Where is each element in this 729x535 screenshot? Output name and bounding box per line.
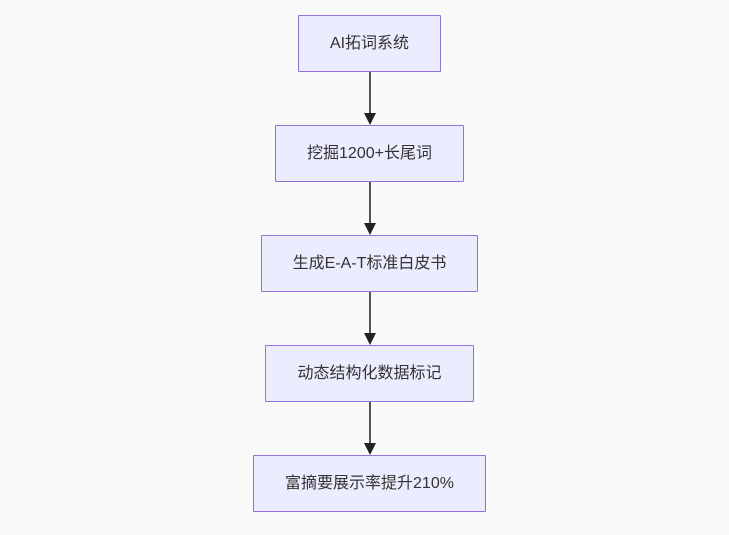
flow-arrow-3 [363, 292, 376, 345]
flow-node-rich-snippet-result: 富摘要展示率提升210% [253, 455, 486, 512]
flow-arrow-4 [363, 402, 376, 455]
flow-arrow-1 [363, 72, 376, 125]
edge-line [368, 292, 371, 333]
arrowhead-down-icon [363, 443, 376, 455]
edge-line [368, 402, 371, 443]
flowchart-diagram: AI拓词系统 挖掘1200+长尾词 生成E-A-T标准白皮书 动态结构化数据标记… [253, 0, 486, 512]
arrowhead-down-icon [363, 223, 376, 235]
edge-line [368, 72, 371, 113]
flow-node-eat-whitepaper: 生成E-A-T标准白皮书 [260, 235, 479, 292]
arrowhead-down-icon [363, 333, 376, 345]
flow-node-longtail-mining: 挖掘1200+长尾词 [275, 125, 464, 182]
flow-arrow-2 [363, 182, 376, 235]
flow-node-ai-word-expansion: AI拓词系统 [297, 15, 442, 72]
arrowhead-down-icon [363, 113, 376, 125]
edge-line [368, 182, 371, 223]
flow-node-structured-data-markup: 动态结构化数据标记 [265, 345, 474, 402]
